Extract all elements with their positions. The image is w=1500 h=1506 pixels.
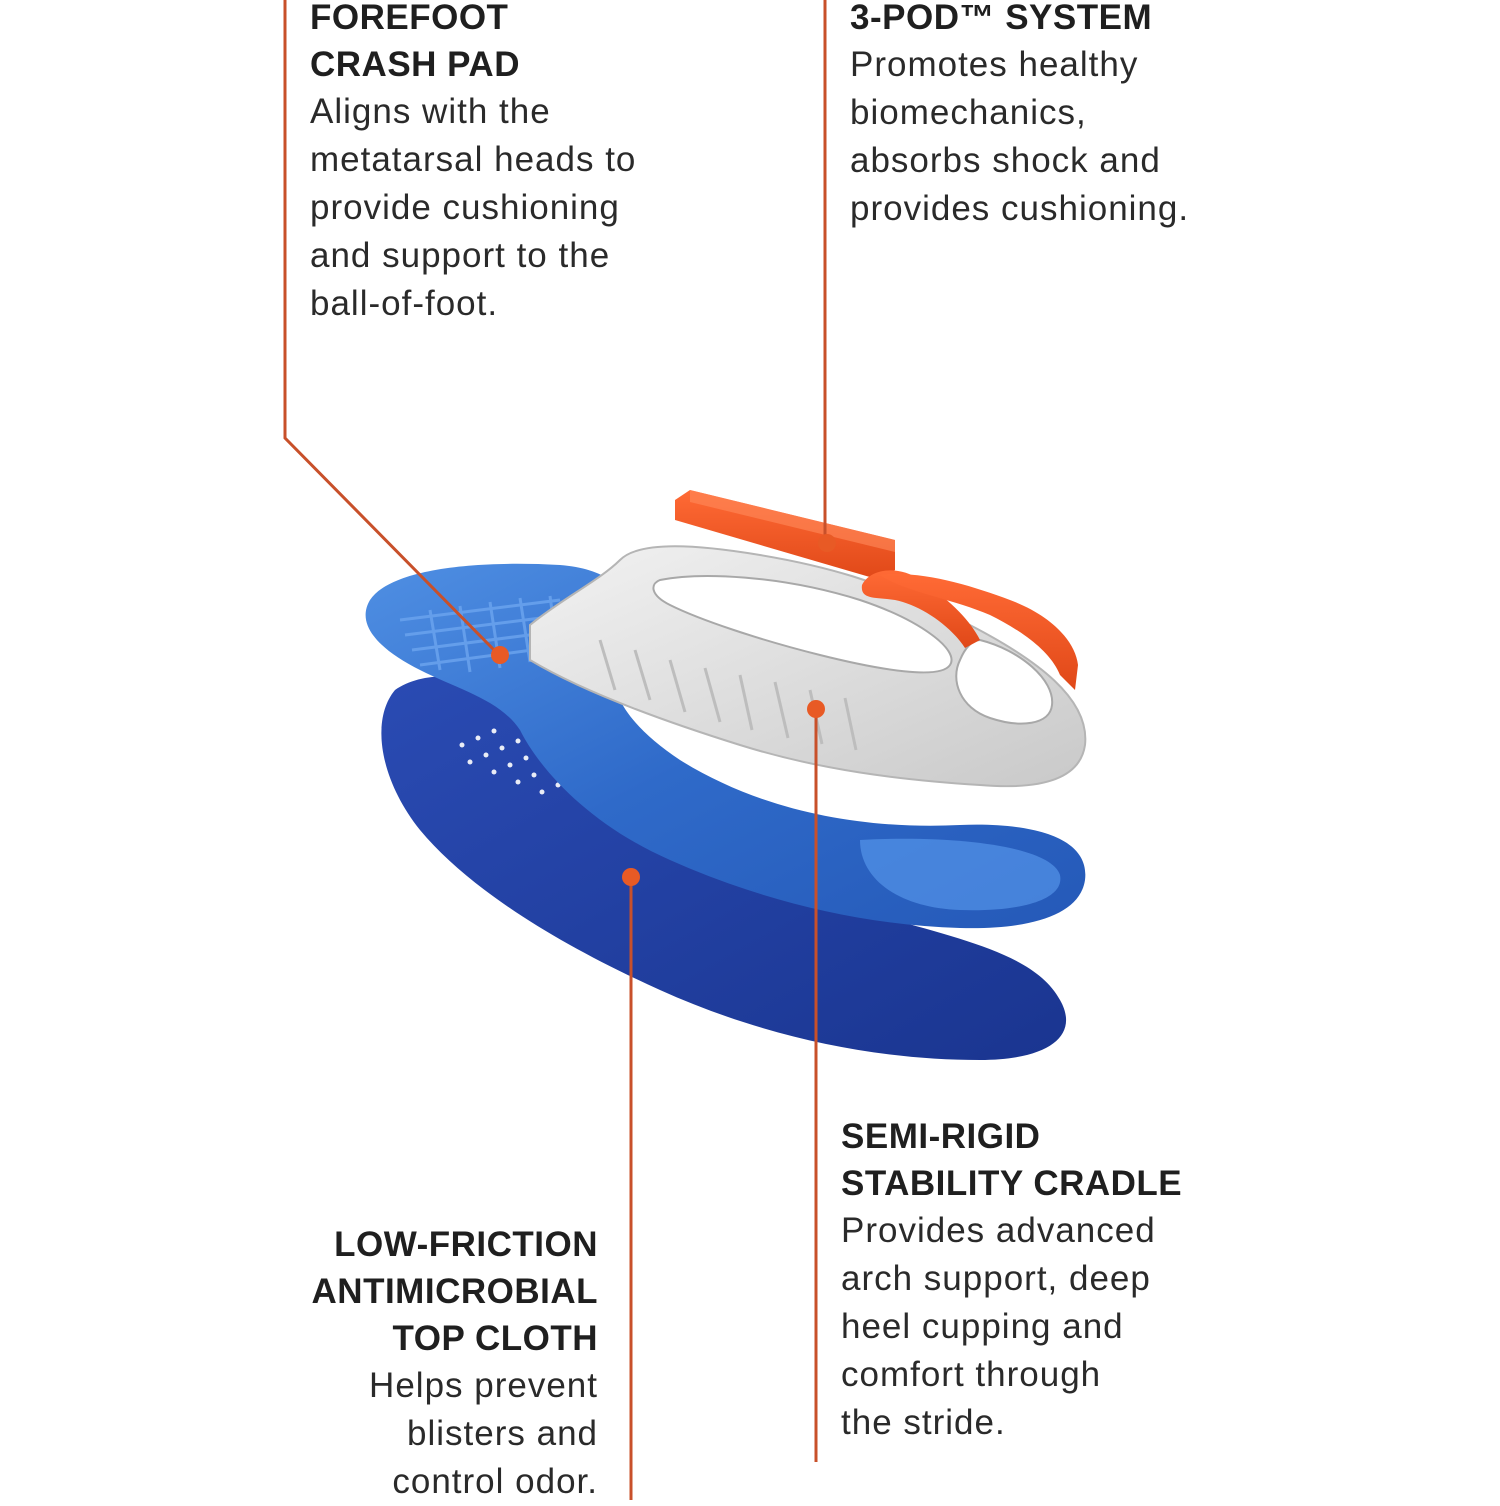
topcloth-title-line-3: TOP CLOTH [392,1319,598,1358]
pod-body-line-2: biomechanics, [850,93,1087,132]
pod-body-line-3: absorbs shock and [850,141,1161,180]
forefoot-body-line-1: Aligns with the [310,92,551,131]
callout-forefoot-crash-pad: FOREFOOT CRASH PAD Aligns with the metat… [310,0,740,328]
stability-cradle-layer [529,545,1087,788]
pod-title-line-1: 3-POD™ SYSTEM [850,0,1153,37]
callout-top-cloth: LOW-FRICTION ANTIMICROBIAL TOP CLOTH Hel… [240,1221,598,1506]
dot-cradle [807,700,825,718]
topcloth-title-line-2: ANTIMICROBIAL [311,1272,598,1311]
cradle-body-line-1: Provides advanced [841,1211,1156,1250]
forefoot-body-line-2: metatarsal heads to [310,140,637,179]
cradle-body-line-3: heel cupping and [841,1307,1124,1346]
forefoot-body-line-4: and support to the [310,236,611,275]
dot-forefoot [491,646,509,664]
dot-pod [818,534,836,552]
leader-lines [283,0,827,1500]
topcloth-body-line-3: control odor. [392,1462,598,1501]
topcloth-title-line-1: LOW-FRICTION [334,1225,598,1264]
three-pod-system [675,490,1078,690]
forefoot-title-line-1: FOREFOOT [310,0,509,37]
topcloth-body-line-1: Helps prevent [369,1366,598,1405]
callout-stability-cradle: SEMI-RIGID STABILITY CRADLE Provides adv… [841,1113,1261,1447]
topcloth-body-line-2: blisters and [407,1414,598,1453]
leader-forefoot [283,0,499,655]
cradle-title-line-1: SEMI-RIGID [841,1117,1041,1156]
cradle-title-line-2: STABILITY CRADLE [841,1164,1183,1203]
cradle-body-line-2: arch support, deep [841,1259,1151,1298]
pod-body-line-4: provides cushioning. [850,189,1190,228]
dot-topcloth [622,868,640,886]
cradle-body-line-4: comfort through [841,1355,1102,1394]
forefoot-title-line-2: CRASH PAD [310,45,520,84]
cradle-ribs [598,639,858,751]
cradle-body-line-5: the stride. [841,1403,1006,1442]
leader-dots [491,534,836,886]
forefoot-body-line-3: provide cushioning [310,188,620,227]
callout-3-pod-system: 3-POD™ SYSTEM Promotes healthy biomechan… [850,0,1280,233]
forefoot-body-line-5: ball-of-foot. [310,284,499,323]
pod-body-line-1: Promotes healthy [850,45,1139,84]
